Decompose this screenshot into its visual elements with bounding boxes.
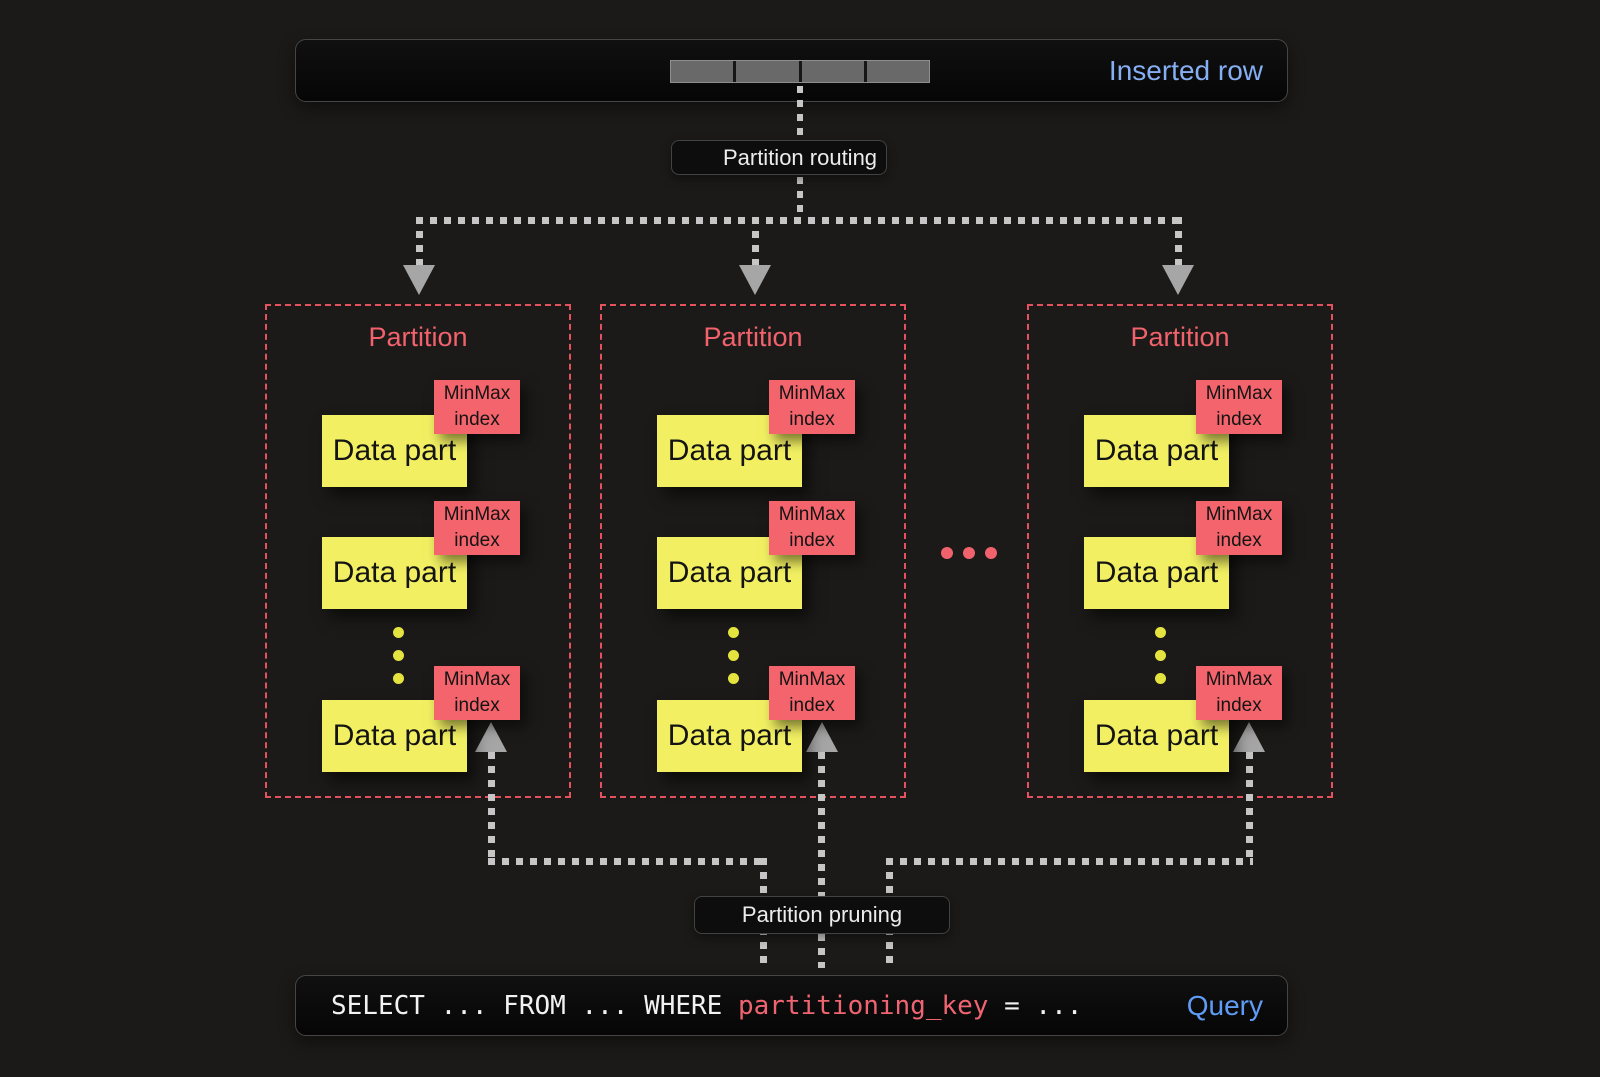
- dot: [941, 547, 953, 559]
- partition-title: Partition: [1130, 322, 1230, 352]
- pruning-rail-right: [886, 858, 1253, 865]
- data-part: Data part: [1084, 537, 1229, 609]
- dot: [985, 547, 997, 559]
- dot: [963, 547, 975, 559]
- query-box: SELECT ... FROM ... WHERE partitioning_k…: [295, 975, 1288, 1036]
- arrow-up-icon-3: [1233, 722, 1265, 752]
- arrow-down-icon-3: [1162, 265, 1194, 295]
- partition-pruning-label: Partition pruning: [741, 902, 903, 927]
- inserted-row-label: Inserted row: [1108, 54, 1263, 86]
- sql-prefix: SELECT ... FROM ... WHERE: [331, 990, 738, 1021]
- dot: [393, 650, 404, 661]
- partition-box-2: Partition MinMax index Data part MinMax …: [600, 304, 906, 798]
- data-part: Data part: [322, 537, 467, 609]
- row-cell: [866, 61, 929, 82]
- minmax-index-tag: MinMax index: [434, 666, 520, 720]
- routing-line-upper: [797, 86, 803, 138]
- sql-query-text: SELECT ... FROM ... WHERE partitioning_k…: [331, 991, 1082, 1021]
- partition-box-3: Partition MinMax index Data part MinMax …: [1027, 304, 1333, 798]
- sql-partitioning-key: partitioning_key: [738, 990, 989, 1021]
- more-parts-dots: [393, 627, 404, 696]
- dot: [1155, 627, 1166, 638]
- branch-line-1: [416, 217, 423, 267]
- pruning-line-3: [1246, 752, 1253, 860]
- pruning-line-1: [488, 752, 495, 860]
- dot: [728, 650, 739, 661]
- partition-title: Partition: [703, 322, 803, 352]
- row-cell: [801, 61, 864, 82]
- minmax-index-tag: MinMax index: [434, 380, 520, 434]
- minmax-index-tag: MinMax index: [769, 666, 855, 720]
- minmax-index-tag: MinMax index: [1196, 501, 1282, 555]
- row-cell: [671, 61, 734, 82]
- dot: [728, 627, 739, 638]
- arrow-down-icon-2: [739, 265, 771, 295]
- minmax-index-tag: MinMax index: [769, 501, 855, 555]
- dot: [393, 673, 404, 684]
- minmax-index-tag: MinMax index: [434, 501, 520, 555]
- more-parts-dots: [728, 627, 739, 696]
- minmax-index-tag: MinMax index: [769, 380, 855, 434]
- data-part: Data part: [1084, 700, 1229, 772]
- partition-title: Partition: [368, 322, 468, 352]
- partition-pruning-badge: Partition pruning: [694, 896, 950, 934]
- inserted-row-cells: [670, 60, 930, 83]
- data-part: Data part: [322, 700, 467, 772]
- more-parts-dots: [1155, 627, 1166, 696]
- dot: [1155, 650, 1166, 661]
- arrow-down-icon-1: [403, 265, 435, 295]
- partition-box-1: Partition MinMax index Data part MinMax …: [265, 304, 571, 798]
- inserted-row-box: Inserted row: [295, 39, 1288, 102]
- more-partitions-ellipsis: [941, 547, 997, 559]
- pruning-line-2: [818, 752, 825, 968]
- query-label: Query: [1186, 989, 1263, 1021]
- arrow-up-icon-1: [475, 722, 507, 752]
- branch-line-3: [1175, 217, 1182, 267]
- dot: [393, 627, 404, 638]
- partition-routing-badge: Partition routing: [671, 140, 887, 175]
- sql-suffix: = ...: [988, 990, 1083, 1021]
- row-cell: [736, 61, 799, 82]
- minmax-index-tag: MinMax index: [1196, 380, 1282, 434]
- arrow-up-icon-2: [806, 722, 838, 752]
- partition-routing-label: Partition routing: [722, 144, 878, 170]
- minmax-index-tag: MinMax index: [1196, 666, 1282, 720]
- routing-line-lower: [797, 177, 803, 217]
- dot: [728, 673, 739, 684]
- routing-split-line: [416, 217, 1182, 224]
- pruning-rail-left: [488, 858, 766, 865]
- branch-line-2: [752, 217, 759, 267]
- dot: [1155, 673, 1166, 684]
